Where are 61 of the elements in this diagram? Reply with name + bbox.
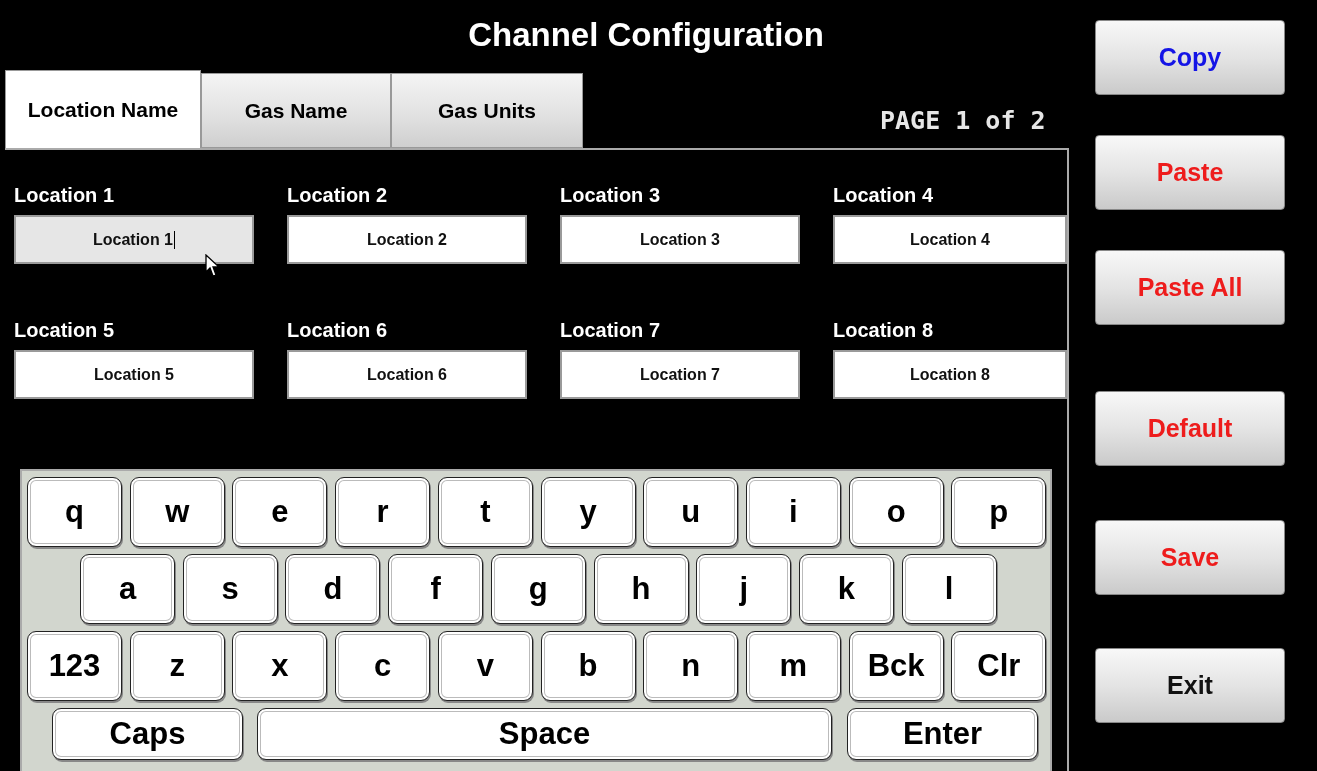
- keyboard-key: w: [129, 477, 225, 547]
- keyboard-key: t: [437, 477, 533, 547]
- keyboard-key: Caps: [52, 708, 243, 760]
- input-field: Location 5: [14, 350, 254, 399]
- keyboard-panel: [20, 469, 1052, 771]
- keyboard-key: s: [182, 554, 278, 624]
- tab: Gas Units: [391, 73, 583, 148]
- field-label: Location 8: [833, 319, 934, 343]
- keyboard-key: x: [232, 631, 328, 701]
- keyboard-key: a: [80, 554, 175, 624]
- keyboard-key: Clr: [951, 631, 1047, 701]
- keyboard-key: e: [232, 477, 328, 547]
- input-field: Location 8: [833, 350, 1067, 399]
- keyboard-key: q: [27, 477, 122, 547]
- input-field: Location 1: [14, 215, 254, 264]
- keyboard-key: l: [901, 554, 997, 624]
- page-indicator: PAGE 1 of 2: [880, 106, 1046, 135]
- keyboard-key: o: [848, 477, 944, 547]
- input-field: Location 3: [560, 215, 800, 264]
- keyboard-key: z: [129, 631, 225, 701]
- keyboard-key: 123: [27, 631, 122, 701]
- keyboard-key: h: [593, 554, 689, 624]
- action-button: Paste: [1095, 135, 1285, 210]
- action-button: Copy: [1095, 20, 1285, 95]
- content-panel: [5, 148, 1069, 771]
- keyboard-key: n: [643, 631, 739, 701]
- field-label: Location 3: [560, 184, 661, 208]
- keyboard-key: p: [951, 477, 1047, 547]
- action-button: Save: [1095, 520, 1285, 595]
- keyboard-key: r: [335, 477, 431, 547]
- keyboard-key: y: [540, 477, 636, 547]
- field-label: Location 5: [14, 319, 115, 343]
- tab: Gas Name: [201, 73, 391, 148]
- keyboard-key: k: [798, 554, 894, 624]
- input-field: Location 4: [833, 215, 1067, 264]
- input-field: Location 6: [287, 350, 527, 399]
- keyboard-key: Bck: [848, 631, 944, 701]
- screen-title: Channel Configuration: [467, 16, 825, 54]
- keyboard-key: d: [285, 554, 381, 624]
- keyboard-key: b: [540, 631, 636, 701]
- keyboard-key: g: [490, 554, 586, 624]
- keyboard-key: c: [335, 631, 431, 701]
- input-field: Location 7: [560, 350, 800, 399]
- keyboard-key: Enter: [847, 708, 1038, 760]
- keyboard-key: f: [388, 554, 484, 624]
- keyboard-key: j: [696, 554, 792, 624]
- input-field: Location 2: [287, 215, 527, 264]
- keyboard-key: v: [437, 631, 533, 701]
- field-label: Location 7: [560, 319, 661, 343]
- field-label: Location 2: [287, 184, 388, 208]
- field-label: Location 1: [14, 184, 115, 208]
- keyboard-key: Space: [257, 708, 832, 760]
- active-tab: Location Name: [5, 70, 201, 150]
- action-button: Paste All: [1095, 250, 1285, 325]
- field-label: Location 6: [287, 319, 388, 343]
- keyboard-key: u: [643, 477, 739, 547]
- field-label: Location 4: [833, 184, 934, 208]
- keyboard-key: m: [745, 631, 841, 701]
- action-button: Default: [1095, 391, 1285, 466]
- action-button: Exit: [1095, 648, 1285, 723]
- keyboard-key: i: [745, 477, 841, 547]
